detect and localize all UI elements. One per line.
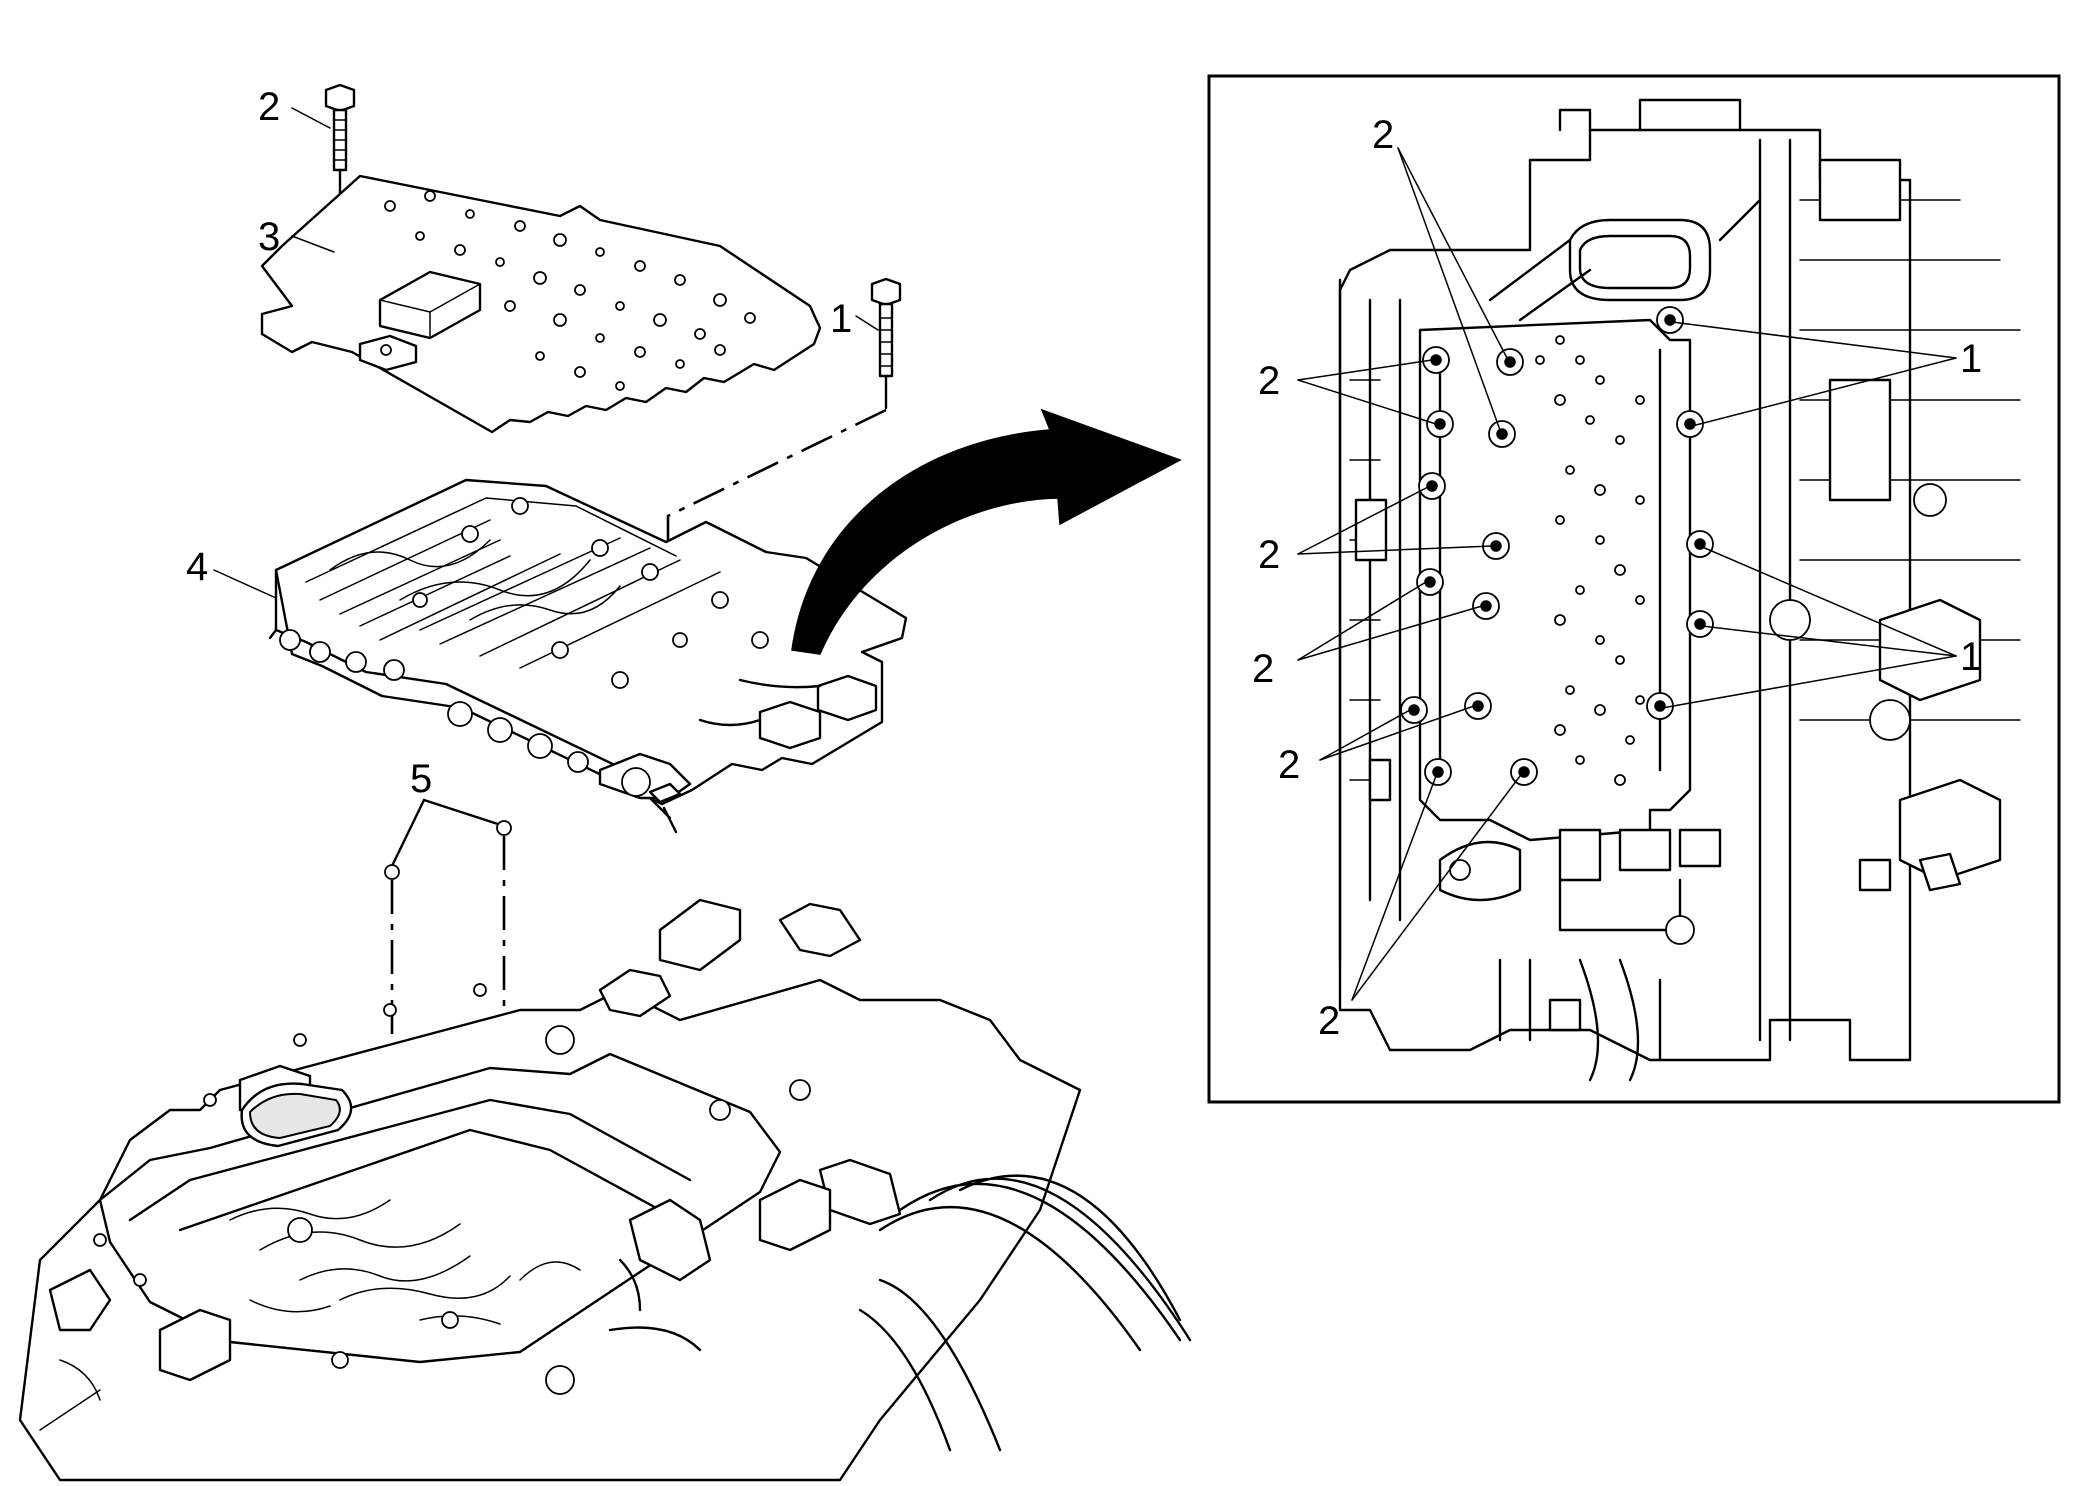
bolt-2-top — [324, 83, 356, 347]
valve-body-4 — [268, 478, 908, 834]
callout-detail-left-3: 2 — [1252, 647, 1274, 691]
bolt-1 — [870, 277, 902, 410]
spacer-plate-3 — [260, 174, 822, 434]
callout-bolt-right: 1 — [830, 297, 852, 341]
callout-detail-left-1: 2 — [1258, 359, 1280, 403]
callout-detail-left-4: 2 — [1278, 743, 1300, 787]
callout-plate: 3 — [258, 215, 280, 259]
detail-valve-body — [1338, 98, 2021, 1082]
transmission-case — [18, 898, 1192, 1482]
callout-pins: 5 — [410, 757, 432, 801]
curved-arrow — [791, 408, 1182, 655]
callout-detail-bottom: 2 — [1318, 999, 1340, 1043]
callout-detail-right-lower: 1 — [1960, 635, 1982, 679]
callout-detail-right-upper: 1 — [1960, 337, 1982, 381]
leader-lines — [213, 107, 1957, 1001]
callout-bolt-top: 2 — [258, 85, 280, 129]
callout-detail-top: 2 — [1372, 113, 1394, 157]
bolt-1-guide — [666, 408, 887, 570]
callout-valve-body: 4 — [186, 545, 208, 589]
callout-detail-left-2: 2 — [1258, 533, 1280, 577]
